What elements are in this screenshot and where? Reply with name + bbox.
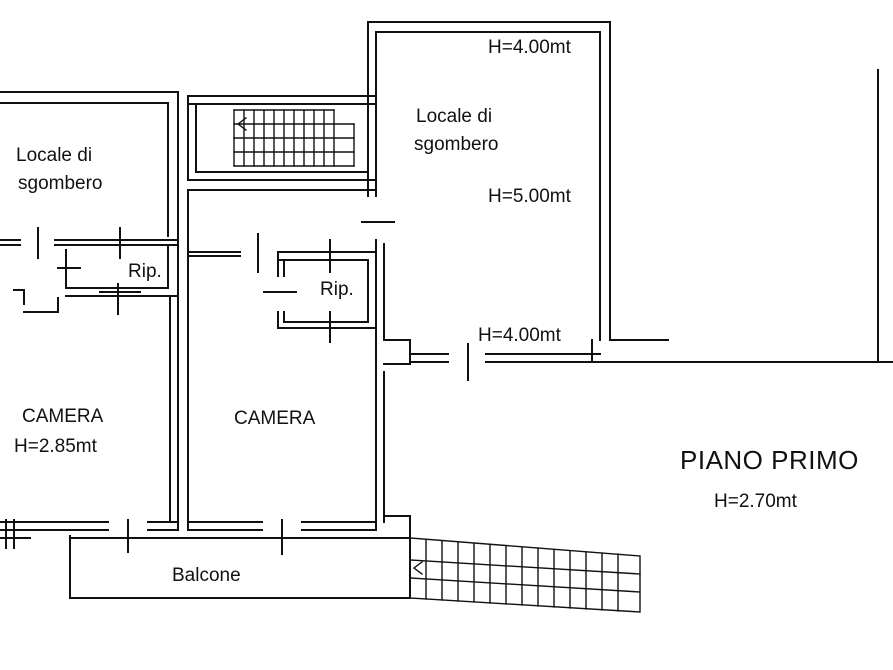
balcony-label: Balcone [172,565,241,586]
closet-center-label: Rip. [320,279,354,300]
storage-left-label-line1: Locale di [16,145,93,166]
storage-right-height-top: H=4.00mt [488,37,571,58]
wall-closet-left [13,244,179,315]
wall-bedroom-center [177,189,377,555]
storage-right-height-bottom: H=4.00mt [478,325,561,346]
wall-balcony [69,515,411,599]
wall-bedroom-left [0,295,179,553]
stair-treads-exterior [409,537,641,613]
bedroom-left-label: CAMERA [22,406,104,427]
storage-right-label-line1: Locale di [416,106,493,127]
closet-left-label: Rip. [128,261,162,282]
floor-height: H=2.70mt [714,491,797,512]
wall-storage-right [361,21,893,531]
bedroom-center-label: CAMERA [234,408,316,429]
floor-title: PIANO PRIMO [680,445,859,475]
bedroom-left-height: H=2.85mt [14,436,97,457]
wall-closet-center [263,239,377,343]
storage-left-label-line2: sgombero [18,173,103,194]
wall-storage-left [0,91,179,259]
storage-right-height-mid: H=5.00mt [488,186,571,207]
storage-right-label-line2: sgombero [414,134,499,155]
stair-treads-upper [233,109,355,167]
